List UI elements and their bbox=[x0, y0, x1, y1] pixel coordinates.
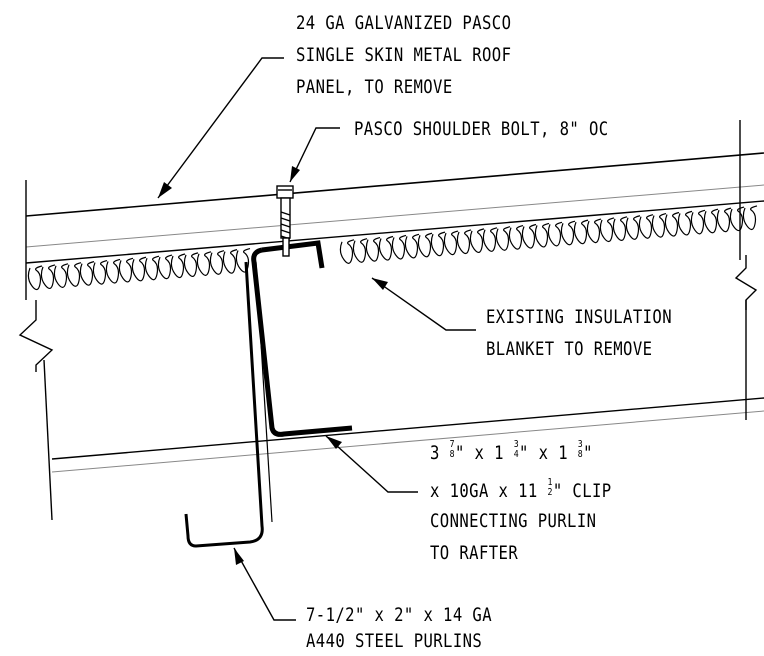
panel-label-line2: SINGLE SKIN METAL ROOF bbox=[296, 44, 512, 66]
roof-panel-inner-line bbox=[25, 200, 764, 264]
left-edge-lower bbox=[43, 359, 53, 521]
insulation-leader bbox=[371, 277, 476, 331]
purlin-leader bbox=[233, 547, 296, 621]
steel-purlin bbox=[184, 261, 264, 548]
purlin-label-line1: 7-1/2" x 2" x 14 GA bbox=[306, 604, 493, 626]
bolt-label: PASCO SHOULDER BOLT, 8" OC bbox=[354, 118, 609, 140]
panel-label-line3: PANEL, TO REMOVE bbox=[296, 76, 453, 98]
rafter-second-line bbox=[51, 410, 764, 473]
roof-panel-top-line bbox=[25, 152, 764, 217]
insulation-loops bbox=[27, 205, 758, 291]
steel-purlin-inner bbox=[255, 261, 273, 523]
panel-arrowhead bbox=[158, 182, 172, 198]
purlin-arrowhead bbox=[234, 548, 244, 565]
roof-panel-mid-line bbox=[25, 184, 764, 248]
clip-leader bbox=[325, 435, 418, 493]
insulation-label-line1: EXISTING INSULATION bbox=[486, 306, 673, 328]
left-break-symbol bbox=[18, 300, 54, 372]
connecting-clip bbox=[251, 240, 353, 437]
insulation-arrowhead bbox=[372, 278, 388, 290]
clip-arrowhead bbox=[326, 436, 342, 449]
bolt-leader bbox=[289, 127, 340, 183]
insulation-blanket bbox=[27, 205, 758, 291]
bolt-arrowhead bbox=[290, 166, 300, 182]
clip-label-line4: TO RAFTER bbox=[430, 542, 519, 564]
panel-label-line1: 24 GA GALVANIZED PASCO bbox=[296, 12, 512, 34]
clip-label-line3: CONNECTING PURLIN bbox=[430, 510, 597, 532]
purlin-label-line2: A440 STEEL PURLINS bbox=[306, 630, 483, 652]
shoulder-bolt bbox=[276, 185, 294, 257]
insulation-label-line2: BLANKET TO REMOVE bbox=[486, 338, 653, 360]
rafter-top-line bbox=[51, 397, 764, 460]
panel-leader bbox=[157, 57, 284, 199]
